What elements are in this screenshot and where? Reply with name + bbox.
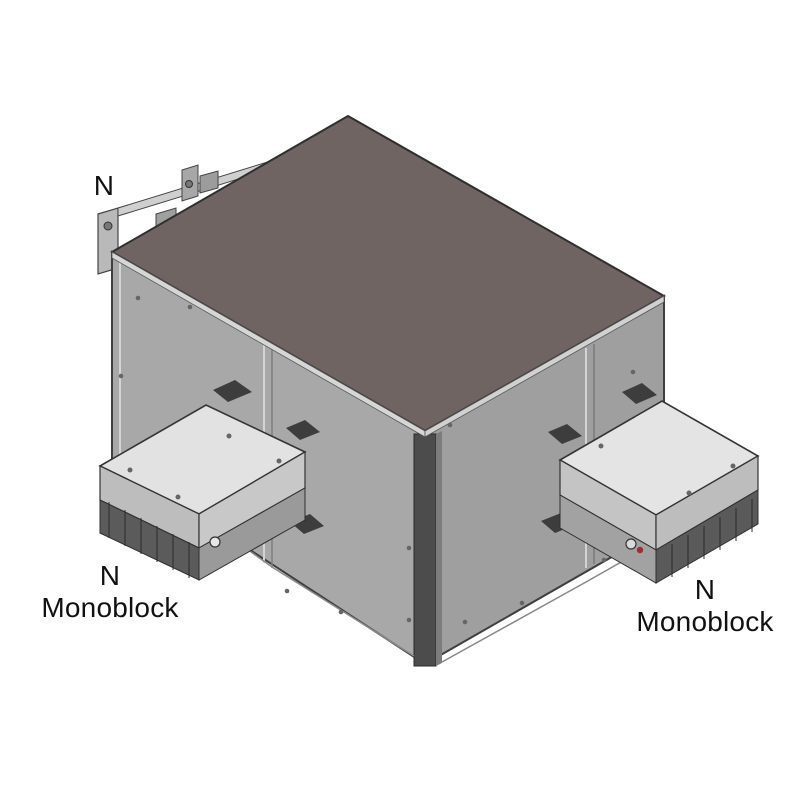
right-monoblock-line2: Monoblock (636, 606, 774, 637)
right-monoblock-line1: N (694, 574, 716, 605)
left-monoblock-label: N Monoblock (20, 560, 200, 624)
front-corner-post-light (436, 431, 442, 666)
left-monoblock-line1: N (99, 560, 121, 591)
top-neutral-label: N (92, 170, 116, 202)
left-monoblock-line2: Monoblock (41, 592, 179, 623)
front-corner-post (413, 433, 437, 667)
top-neutral-text: N (93, 170, 115, 201)
right-monoblock-unit (541, 383, 760, 584)
main-enclosure (109, 114, 667, 667)
right-monoblock-label: N Monoblock (615, 574, 795, 638)
left-monoblock-unit (98, 380, 324, 581)
